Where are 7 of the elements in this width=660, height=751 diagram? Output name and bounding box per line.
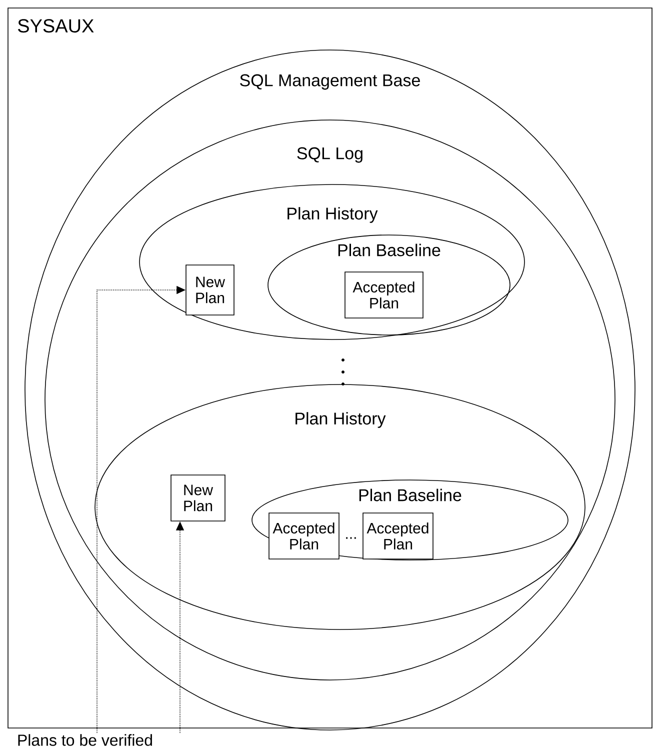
ellipsis-text: ... bbox=[346, 537, 356, 539]
plan-box: Accepted Plan bbox=[362, 512, 434, 560]
plan-box: New Plan bbox=[186, 264, 234, 316]
note-text: Plans to be verified bbox=[18, 734, 152, 746]
plan-box: Accepted Plan bbox=[268, 512, 340, 560]
plan-box: New Plan bbox=[170, 474, 226, 522]
plan-box: Accepted Plan bbox=[344, 272, 424, 318]
